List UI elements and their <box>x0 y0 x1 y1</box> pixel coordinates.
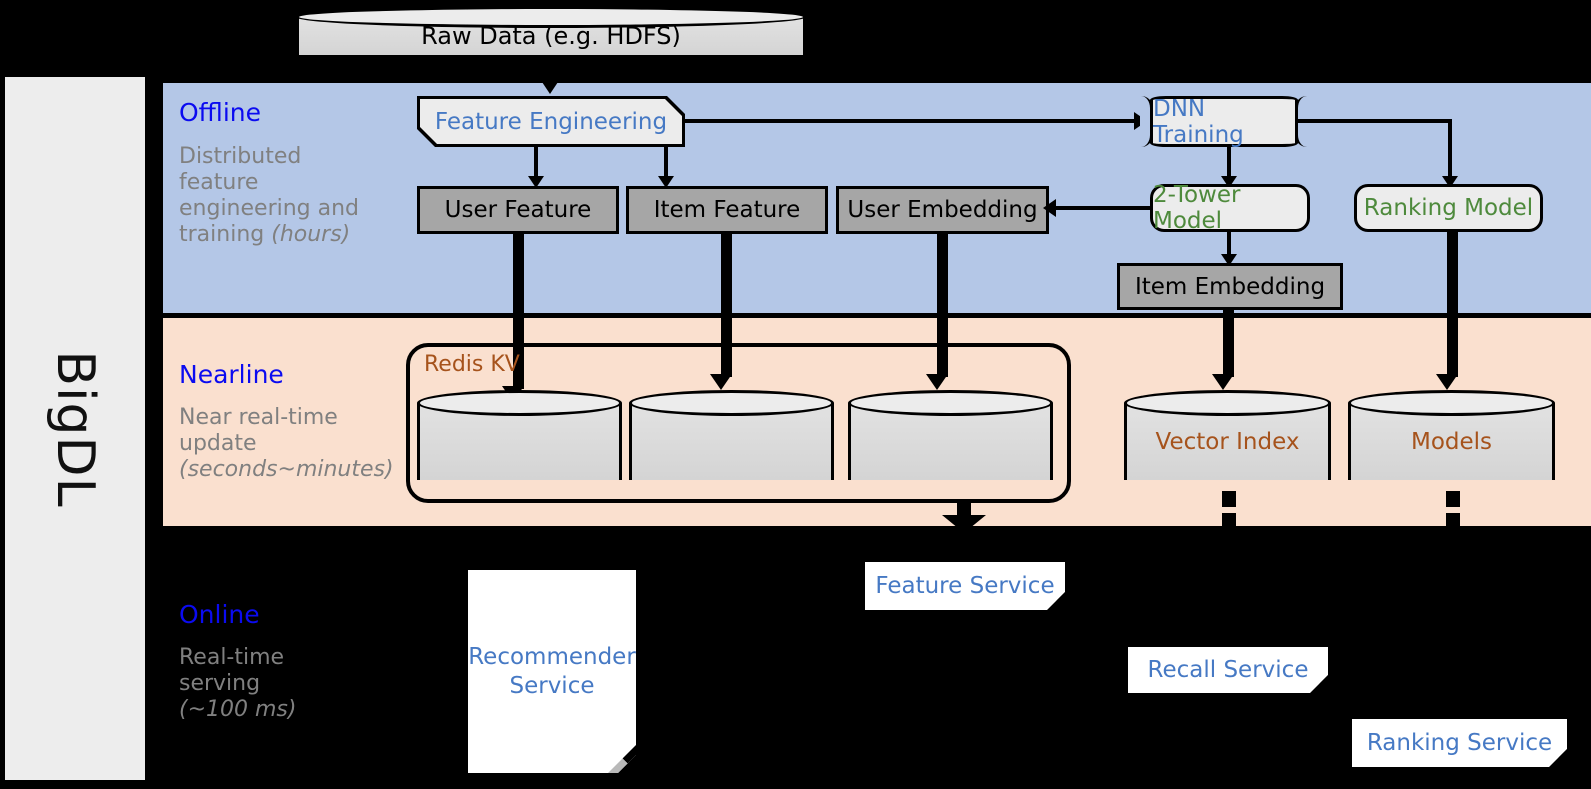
offline-subtitle-line3: engineering and <box>179 195 360 221</box>
cylinder-top <box>629 390 834 416</box>
recommender-service-node[interactable]: Recommender Service <box>468 570 636 773</box>
offline-subtitle-line2: feature <box>179 169 259 195</box>
cylinder-top <box>848 390 1053 416</box>
feature-engineering-node[interactable]: Feature Engineering <box>417 96 685 147</box>
raw-data-cylinder[interactable]: Raw Data (e.g. HDFS) <box>296 6 806 66</box>
edge-dnn-to-ranking-h <box>1298 119 1452 123</box>
bigdl-sidebar: BigDL <box>5 77 145 780</box>
pipe-itemfeature-arrowhead <box>710 374 732 390</box>
models-cylinder[interactable]: Models <box>1348 390 1555 493</box>
vector-index-cylinder[interactable]: Vector Index <box>1124 390 1331 493</box>
cylinder-top <box>296 6 806 28</box>
edge-fe-to-userfeature-arrowhead <box>528 176 544 188</box>
edge-twotower-to-userembedding-arrowhead <box>1043 199 1056 217</box>
edge-raw-to-fe-arrowhead <box>542 82 558 94</box>
nearline-title: Nearline <box>179 360 284 389</box>
two-tower-model-node[interactable]: 2-Tower Model <box>1150 182 1310 234</box>
cylinder-top <box>1124 390 1331 416</box>
offline-subtitle-line4: training <box>179 221 265 247</box>
pipe-itemfeature-to-redis <box>721 234 732 377</box>
pipe-itemembedding-to-vectorindex <box>1223 310 1234 377</box>
ranking-model-label: Ranking Model <box>1363 195 1534 221</box>
pipe-rankingmodel-to-models <box>1447 232 1458 377</box>
nearline-subtitle-line2: update <box>179 430 257 456</box>
edge-fe-to-dnn <box>685 119 1134 123</box>
pipe-rankingmodel-arrowhead <box>1436 374 1458 390</box>
edge-twotower-to-userembedding <box>1053 206 1150 210</box>
feature-engineering-face: Feature Engineering <box>420 99 682 144</box>
stub-redis-out <box>957 503 971 517</box>
user-feature-label: User Feature <box>444 197 592 223</box>
pipe-userembedding-arrowhead <box>926 374 948 390</box>
user-embedding-label: User Embedding <box>847 197 1038 223</box>
pipe-itemembedding-arrowhead <box>1212 374 1234 390</box>
edge-raw-to-fe <box>548 64 553 84</box>
edge-twotower-to-itemembedding <box>1227 232 1231 258</box>
offline-subtitle-emphasis: (hours) <box>271 221 351 247</box>
ranking-model-node[interactable]: Ranking Model <box>1354 184 1543 232</box>
models-label: Models <box>1410 428 1493 455</box>
stub-vectorindex-2 <box>1222 513 1236 527</box>
offline-subtitle-line1: Distributed <box>179 144 302 169</box>
ranking-service-label: Ranking Service <box>1366 729 1553 756</box>
recommender-service-label-line1: Recommender <box>468 644 636 671</box>
edge-fe-to-itemfeature <box>664 147 668 179</box>
edge-fe-to-itemfeature-arrowhead <box>658 176 674 188</box>
user-embedding-node[interactable]: User Embedding <box>836 186 1049 234</box>
user-embedding-store-cylinder[interactable] <box>848 390 1053 493</box>
nearline-subtitle: Near real-time update (seconds~minutes) <box>179 405 414 483</box>
cylinder-top <box>417 390 622 416</box>
stub-vectorindex-1 <box>1222 491 1236 507</box>
edge-fe-to-userfeature <box>534 147 538 179</box>
stub-models-1 <box>1446 491 1460 507</box>
dnn-training-node[interactable]: DNN Training <box>1140 95 1308 148</box>
item-embedding-node[interactable]: Item Embedding <box>1117 263 1343 310</box>
raw-data-label: Raw Data (e.g. HDFS) <box>421 22 681 50</box>
recall-service-node[interactable]: Recall Service <box>1128 647 1328 693</box>
pipe-userfeature-to-redis <box>513 234 524 389</box>
cylinder-top <box>1348 390 1555 416</box>
item-feature-label: Item Feature <box>653 197 801 223</box>
feature-service-node[interactable]: Feature Service <box>865 562 1065 610</box>
edge-dnn-to-twotower <box>1227 147 1231 179</box>
nearline-subtitle-emphasis: (seconds~minutes) <box>179 456 394 482</box>
user-feature-store-cylinder[interactable] <box>417 390 622 493</box>
pipe-redis-to-featureservice-arrowhead <box>942 515 986 533</box>
feature-service-label: Feature Service <box>875 572 1055 599</box>
two-tower-model-label: 2-Tower Model <box>1153 182 1241 234</box>
user-feature-node[interactable]: User Feature <box>417 186 619 234</box>
recommender-service-label-line2: Service <box>509 672 595 699</box>
nearline-subtitle-line1: Near real-time <box>179 405 338 430</box>
item-embedding-label: Item Embedding <box>1134 273 1326 300</box>
online-subtitle: Real-time serving (~100 ms) <box>179 645 394 723</box>
bigdl-label: BigDL <box>45 349 105 508</box>
recall-service-label: Recall Service <box>1147 656 1309 683</box>
online-subtitle-emphasis: (~100 ms) <box>179 696 297 722</box>
feature-engineering-label: Feature Engineering <box>434 108 668 135</box>
online-subtitle-line1: Real-time <box>179 645 285 670</box>
offline-title: Offline <box>179 98 262 127</box>
stub-models-2 <box>1446 513 1460 527</box>
redis-kv-container[interactable] <box>406 343 1071 503</box>
offline-subtitle: Distributed feature engineering and trai… <box>179 144 394 248</box>
pipe-userembedding-to-redis <box>937 234 948 377</box>
redis-kv-label: Redis KV <box>424 352 520 377</box>
item-feature-node[interactable]: Item Feature <box>626 186 828 234</box>
dnn-training-label: DNN Training <box>1153 95 1244 148</box>
item-feature-store-cylinder[interactable] <box>629 390 834 493</box>
vector-index-label: Vector Index <box>1155 428 1300 455</box>
online-subtitle-line2: serving <box>179 670 261 696</box>
edge-dnn-to-ranking-v <box>1448 119 1452 179</box>
online-title: Online <box>179 600 260 629</box>
ranking-service-node[interactable]: Ranking Service <box>1352 719 1567 767</box>
